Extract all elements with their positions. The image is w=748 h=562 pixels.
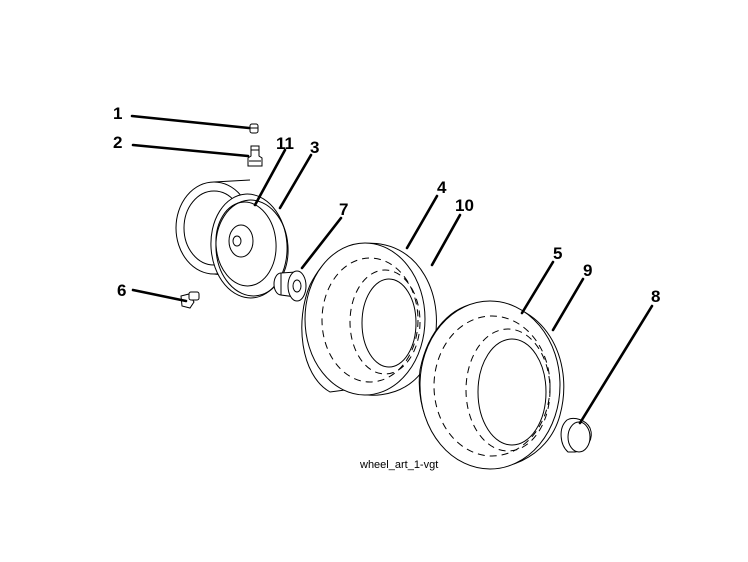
leader-line-1 <box>130 114 251 130</box>
callout-7: 7 <box>339 200 348 219</box>
lug-bolt <box>180 291 200 309</box>
leader-line-4 <box>405 194 439 250</box>
callout-8: 8 <box>651 287 660 306</box>
hub-cap <box>560 417 592 453</box>
callout-4: 4 <box>437 178 447 197</box>
leader-line-5 <box>520 260 555 315</box>
tire-b <box>418 300 565 470</box>
callout-2: 2 <box>113 133 122 152</box>
leader-line-6 <box>131 288 188 303</box>
tire-a <box>301 242 437 396</box>
callout-11: 11 <box>276 134 294 153</box>
wheel-rim <box>175 179 288 299</box>
rim-flange <box>215 199 289 297</box>
valve-cap <box>249 123 259 134</box>
callout-6: 6 <box>117 281 126 300</box>
callout-3: 3 <box>310 138 319 157</box>
leader-line-7 <box>300 216 343 270</box>
diagram-caption: wheel_art_1-vgt <box>359 459 438 471</box>
callout-5: 5 <box>553 244 562 263</box>
leader-line-10 <box>430 213 462 267</box>
leader-line-8 <box>578 304 654 425</box>
callout-9: 9 <box>583 261 592 280</box>
bushing <box>273 270 307 302</box>
leader-line-11 <box>253 148 287 207</box>
leader-line-9 <box>551 277 585 332</box>
leader-line-3 <box>278 153 313 210</box>
callout-1: 1 <box>113 104 122 123</box>
callout-10: 10 <box>455 196 474 215</box>
valve-stem <box>247 145 263 167</box>
leader-line-2 <box>131 143 250 158</box>
